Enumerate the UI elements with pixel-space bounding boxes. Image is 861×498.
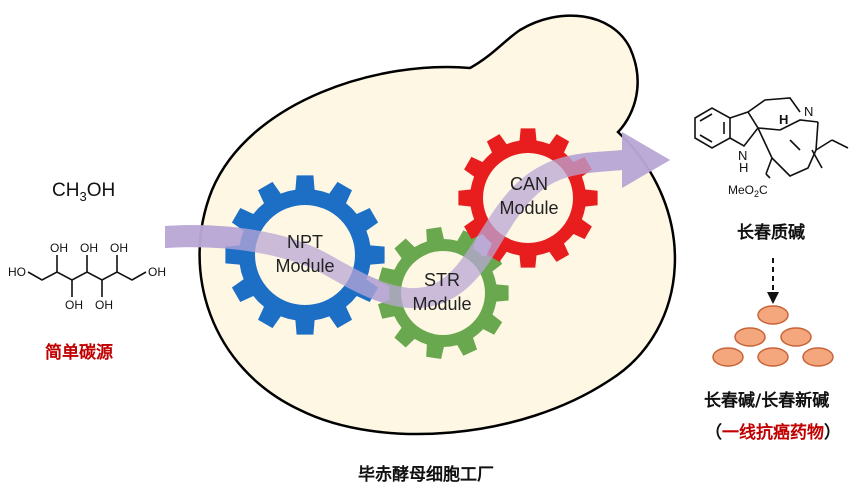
yeast-cell [198, 14, 677, 436]
pill-icon [802, 347, 834, 367]
pathway-arrow-overlay-icon [165, 132, 670, 309]
sugar-molecule-icon [27, 255, 147, 297]
pill-icon [757, 305, 789, 325]
simple-carbon-caption: 简单碳源 [45, 343, 113, 363]
pill-icon [757, 347, 789, 367]
vinblastine-caption: 长春碱/长春新碱 [704, 391, 830, 411]
mol-h-top: H [779, 112, 788, 127]
mol-n-indole: N [738, 148, 747, 163]
sugar-ho-left: HO [8, 265, 26, 279]
sugar-oh-top3: OH [110, 241, 128, 255]
catharanthine-molecule-icon [694, 97, 849, 179]
methanol-formula: CH3OH [52, 180, 115, 204]
pill-icon [780, 327, 812, 347]
sugar-oh-top1: OH [50, 241, 68, 255]
drug-caption: （一线抗癌药物） [705, 423, 841, 443]
can-label: CAN [510, 174, 548, 194]
cell-factory-caption: 毕赤酵母细胞工厂 [358, 465, 494, 485]
pill-pile-icon [712, 305, 834, 367]
pill-icon [712, 347, 744, 367]
sugar-oh-bot2: OH [95, 298, 113, 312]
cell-outline [198, 14, 677, 436]
sugar-oh-top2: OH [80, 241, 98, 255]
pill-icon [734, 327, 766, 347]
catharanthine-caption: 长春质碱 [737, 223, 805, 243]
sugar-oh-right: OH [148, 265, 166, 279]
str-label-module: Module [412, 294, 471, 314]
mol-n-top: N [804, 104, 813, 119]
str-label: STR [424, 270, 460, 290]
npt-label: NPT [287, 232, 323, 252]
npt-label-module: Module [275, 256, 334, 276]
sugar-oh-bot1: OH [65, 298, 83, 312]
mol-ester: MeO2C [728, 183, 768, 199]
mol-h-indole: H [739, 160, 748, 175]
can-label-module: Module [499, 198, 558, 218]
